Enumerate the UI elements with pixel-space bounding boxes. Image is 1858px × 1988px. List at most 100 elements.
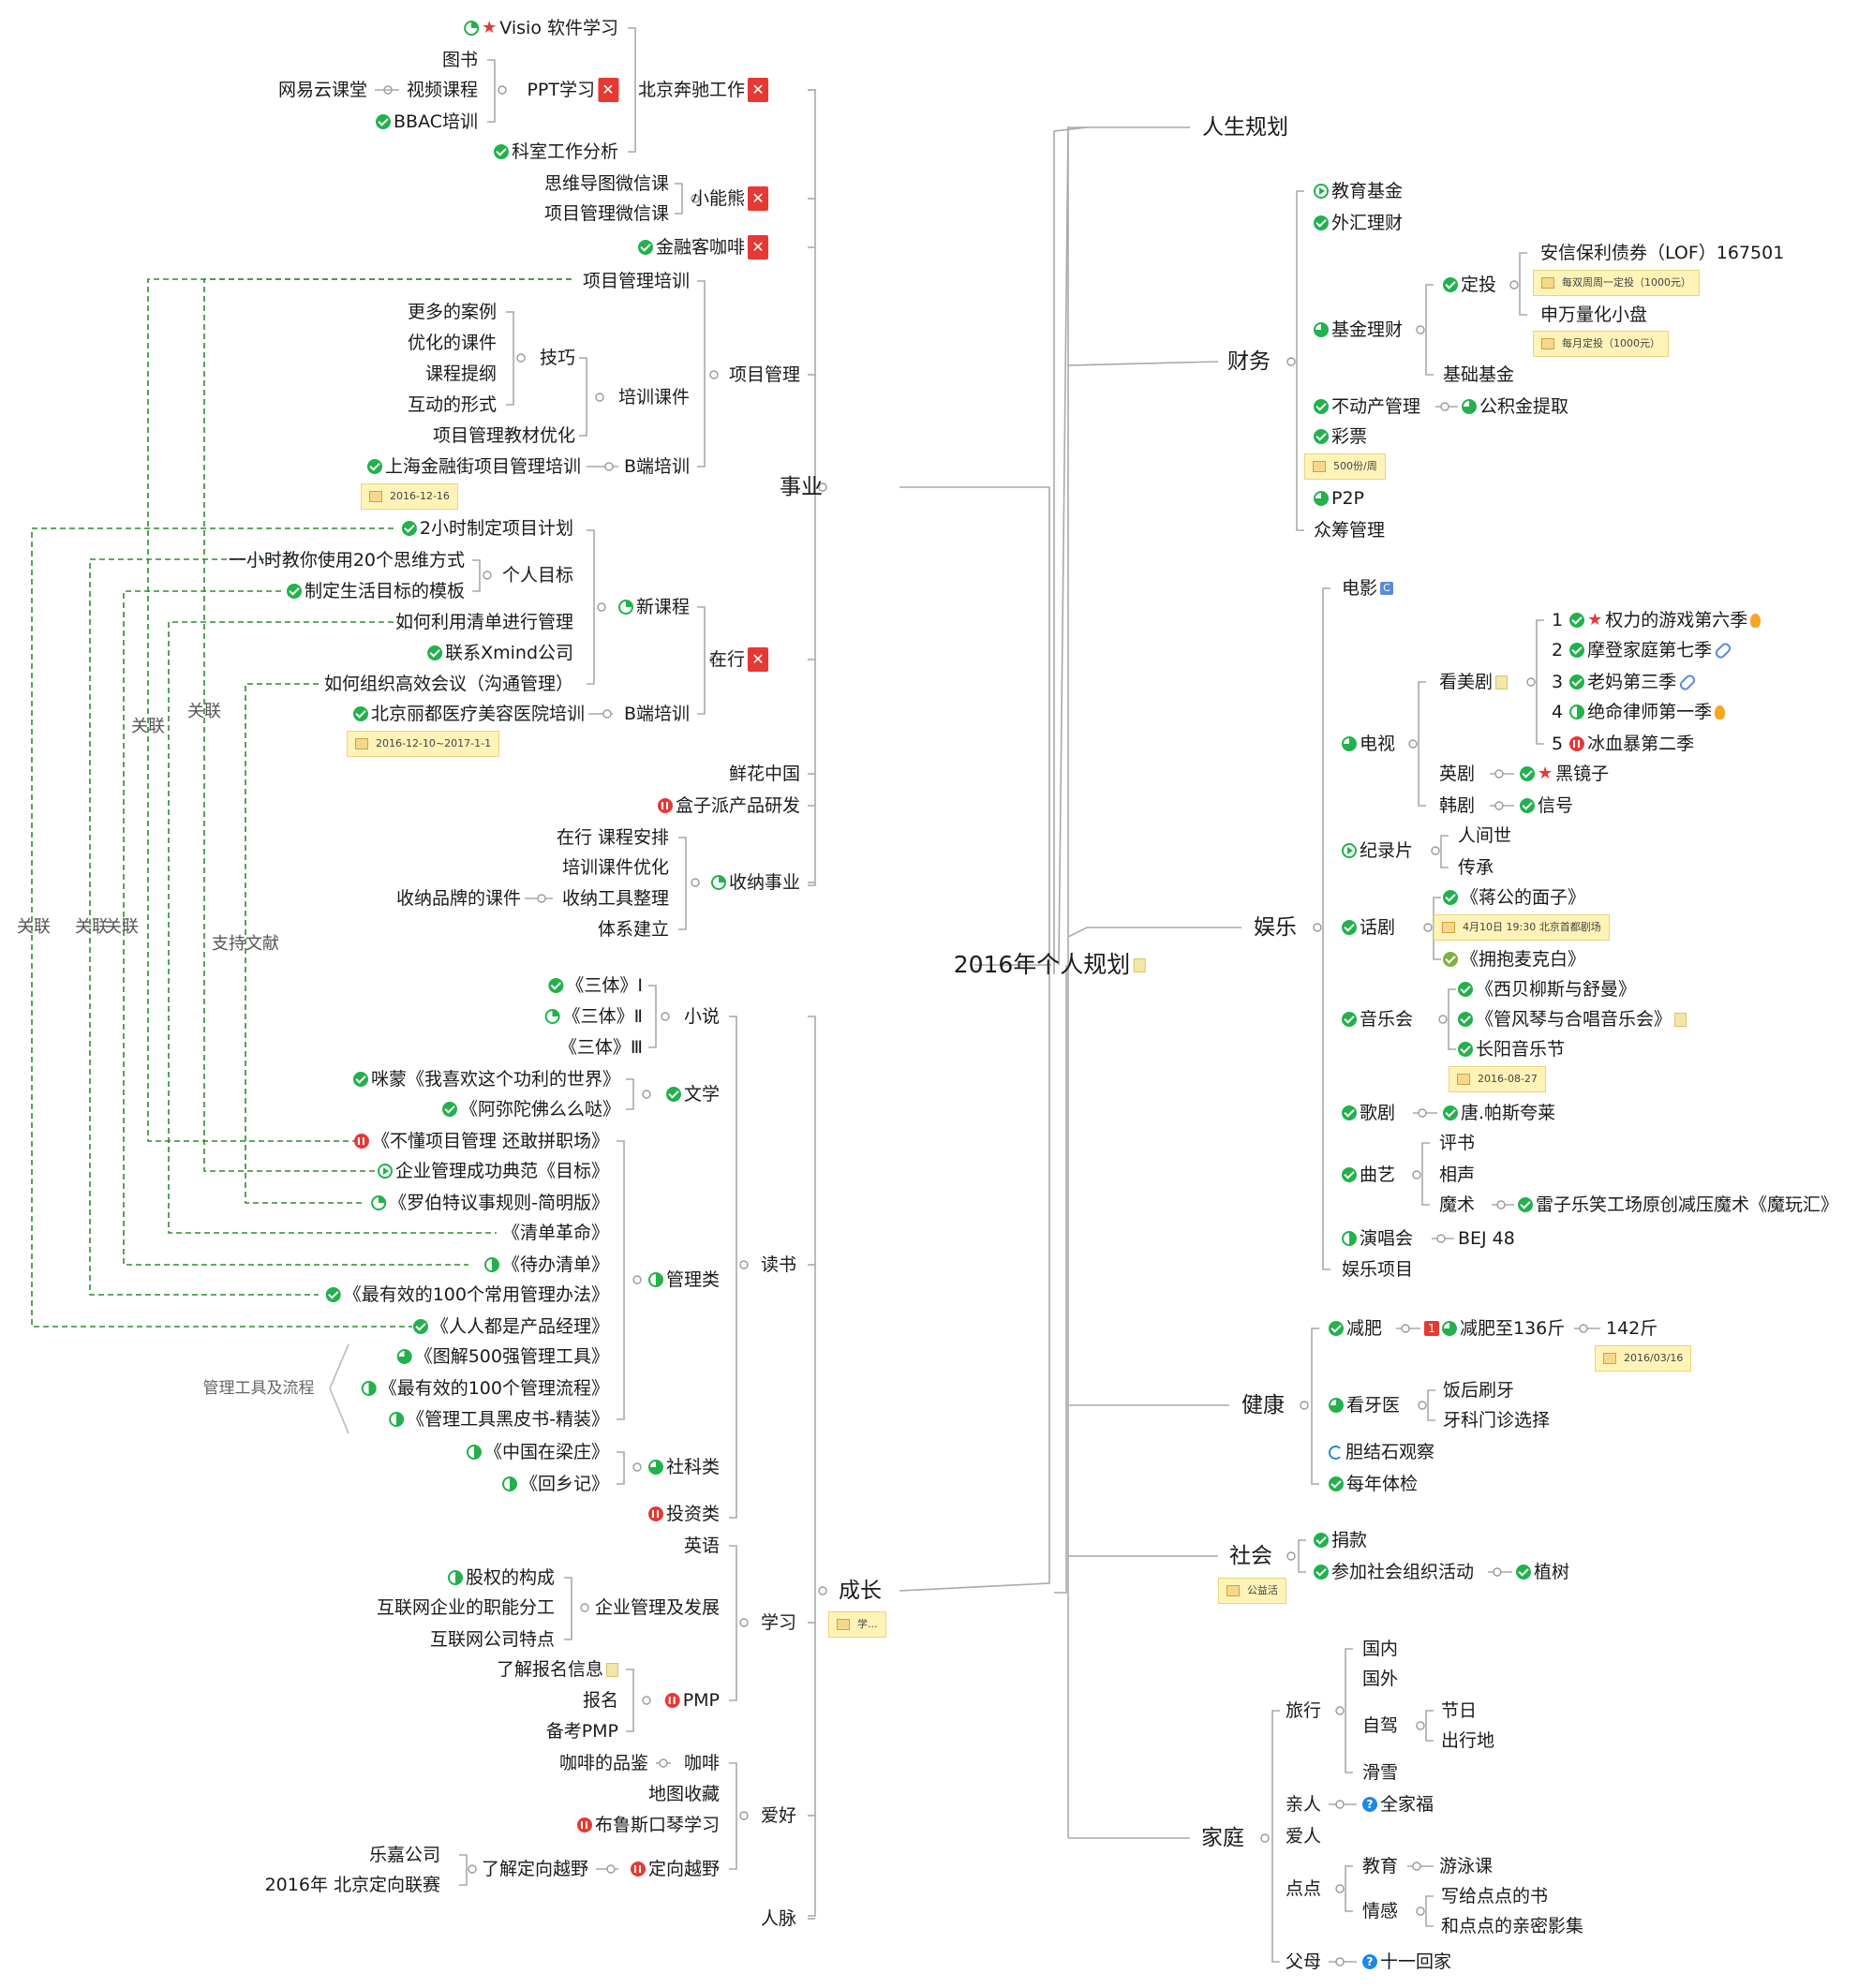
topic-node[interactable]: BEJ 48 xyxy=(1458,1227,1515,1250)
topic-node[interactable]: 节日 xyxy=(1441,1699,1477,1722)
topic-node[interactable]: 培训课件优化 xyxy=(562,856,669,879)
topic-node[interactable]: 课程提纲 xyxy=(425,363,497,385)
relationship-label[interactable]: 关联 xyxy=(75,917,109,937)
career-item[interactable]: 鲜花中国 xyxy=(729,763,800,785)
relationship-label[interactable]: 关联 xyxy=(187,702,221,721)
topic-node[interactable]: 纪录片 xyxy=(1342,839,1413,862)
branch-life-plan[interactable]: 人生规划 xyxy=(1202,116,1288,139)
topic-node[interactable]: 《拥抱麦克白》 xyxy=(1443,948,1585,971)
topic-node[interactable]: 咪蒙《我喜欢这个功利的世界》 xyxy=(352,1068,620,1090)
topic-node[interactable]: 写给点点的书 xyxy=(1441,1885,1548,1907)
topic-node[interactable]: 外汇理财 xyxy=(1314,212,1403,234)
topic-node[interactable]: 歌剧 xyxy=(1342,1102,1395,1124)
topic-node[interactable]: 《罗伯特议事规则-简明版》 xyxy=(371,1192,609,1214)
central-topic[interactable]: 2016年个人规划 xyxy=(954,953,1146,976)
topic-node[interactable]: 彩票 xyxy=(1314,425,1367,448)
topic-node[interactable]: 《三体》Ⅲ xyxy=(559,1036,643,1059)
topic-node[interactable]: 咖啡 xyxy=(684,1752,720,1774)
topic-node[interactable]: 报名 xyxy=(583,1689,618,1712)
topic-node[interactable]: 定投 xyxy=(1443,274,1496,296)
topic-node[interactable]: BBAC培训 xyxy=(376,111,478,133)
topic-node[interactable]: 2小时制定项目计划 xyxy=(401,517,573,540)
topic-node[interactable]: 英语 xyxy=(684,1535,720,1557)
topic-node[interactable]: 长阳音乐节 xyxy=(1458,1038,1565,1061)
topic-node[interactable]: 每年体检 xyxy=(1329,1473,1418,1495)
topic-node[interactable]: 自驾 xyxy=(1362,1714,1398,1737)
topic-node[interactable]: 地图收藏 xyxy=(648,1783,720,1805)
topic-node[interactable]: 众筹管理 xyxy=(1314,519,1385,542)
topic-node[interactable]: 北京丽都医疗美容医院培训 xyxy=(352,703,585,725)
topic-node[interactable]: 《图解500强管理工具》 xyxy=(396,1345,609,1368)
topic-node[interactable]: 娱乐项目 xyxy=(1342,1258,1413,1281)
topic-node[interactable]: 相声 xyxy=(1439,1164,1475,1186)
topic-node[interactable]: 如何利用清单进行管理 xyxy=(395,611,573,633)
topic-node[interactable]: 互动的形式 xyxy=(408,393,497,416)
career-item[interactable]: 北京奔驰工作✕ xyxy=(638,78,768,102)
topic-node[interactable]: 了解报名信息 xyxy=(497,1658,618,1681)
topic-node[interactable]: 国内 xyxy=(1362,1638,1398,1660)
branch-entertainment[interactable]: 娱乐 xyxy=(1254,916,1297,939)
branch-finance[interactable]: 财务 xyxy=(1227,350,1271,373)
topic-node[interactable]: 安信保利债券（LOF）167501 xyxy=(1540,242,1784,264)
topic-node[interactable]: 和点点的亲密影集 xyxy=(1441,1915,1583,1937)
topic-node[interactable]: 个人目标 xyxy=(502,564,573,586)
topic-node[interactable]: 《阿弥陀佛么么哒》 xyxy=(441,1098,620,1120)
branch-growth[interactable]: 成长 xyxy=(839,1580,882,1602)
ppt-learning[interactable]: PPT学习✕ xyxy=(527,78,618,102)
topic-node[interactable]: 《人人都是产品经理》 xyxy=(412,1315,609,1338)
topic-node[interactable]: 看牙医 xyxy=(1329,1394,1400,1417)
topic-node[interactable]: 《三体》Ⅰ xyxy=(548,974,643,997)
topic-node[interactable]: 人间世 xyxy=(1458,824,1511,847)
topic-node[interactable]: 爱人 xyxy=(1286,1825,1321,1847)
topic-node[interactable]: 《三体》Ⅱ xyxy=(544,1005,643,1028)
topic-node[interactable]: 小说 xyxy=(684,1005,720,1028)
topic-node[interactable]: B端培训 xyxy=(624,703,690,725)
topic-node[interactable]: 项目管理微信课 xyxy=(544,202,669,225)
topic-node[interactable]: 一小时教你使用20个思维方式 xyxy=(229,549,465,571)
topic-node[interactable]: 《最有效的100个管理流程》 xyxy=(361,1377,609,1400)
relationship-label[interactable]: 关联 xyxy=(105,917,139,937)
topic-node[interactable]: 2016年 北京定向联赛 xyxy=(265,1874,440,1896)
topic-node[interactable]: 雷子乐笑工场原创减压魔术《魔玩汇》 xyxy=(1518,1194,1838,1216)
topic-node[interactable]: 技巧 xyxy=(540,347,575,369)
career-item[interactable]: 盒子派产品研发 xyxy=(657,794,800,817)
topic-node[interactable]: 《管风琴与合唱音乐会》 xyxy=(1458,1008,1687,1031)
topic-node[interactable]: 电视 xyxy=(1342,733,1395,755)
topic-node[interactable]: 体系建立 xyxy=(598,918,669,941)
topic-node[interactable]: 饭后刷牙 xyxy=(1443,1379,1514,1402)
topic-node[interactable]: 《待办清单》 xyxy=(483,1254,609,1276)
topic-node[interactable]: 演唱会 xyxy=(1342,1227,1413,1250)
topic-node[interactable]: 爱好 xyxy=(761,1804,796,1827)
topic-node[interactable]: ★黑镜子 xyxy=(1520,763,1609,785)
topic-node[interactable]: 视频课程 xyxy=(407,79,478,101)
topic-node[interactable]: 更多的案例 xyxy=(408,301,497,323)
office-work-analysis[interactable]: 科室工作分析 xyxy=(493,141,618,163)
topic-node[interactable]: 申万量化小盘 xyxy=(1540,304,1647,326)
topic-node[interactable]: 十一回家 xyxy=(1362,1951,1451,1973)
topic-node[interactable]: 布鲁斯口琴学习 xyxy=(576,1814,720,1836)
branch-society[interactable]: 社会 xyxy=(1229,1545,1272,1567)
topic-node[interactable]: 互联网企业的职能分工 xyxy=(377,1596,555,1619)
topic-node[interactable]: 植树 xyxy=(1516,1561,1569,1583)
topic-node[interactable]: 《清单革命》 xyxy=(502,1222,609,1244)
topic-node[interactable]: 教育 xyxy=(1362,1855,1398,1877)
topic-node[interactable]: 《蒋公的面子》 xyxy=(1443,886,1585,909)
topic-node[interactable]: 基础基金 xyxy=(1443,363,1514,386)
topic-node[interactable]: 信号 xyxy=(1520,794,1573,817)
topic-node[interactable]: PMP xyxy=(664,1689,720,1712)
topic-node[interactable]: 父母 xyxy=(1286,1951,1321,1973)
topic-node[interactable]: 如何组织高效会议（沟通管理） xyxy=(324,673,573,695)
topic-node[interactable]: 看美剧 xyxy=(1439,671,1509,693)
topic-node[interactable]: 《回乡记》 xyxy=(501,1473,609,1495)
topic-node[interactable]: 不动产管理 xyxy=(1314,395,1420,418)
topic-node[interactable]: 在行 课程安排 xyxy=(557,826,669,849)
topic-node[interactable]: 曲艺 xyxy=(1342,1164,1395,1186)
career-item[interactable]: 收纳事业 xyxy=(710,871,800,894)
topic-node[interactable]: 音乐会 xyxy=(1342,1008,1413,1031)
topic-node[interactable]: 优化的课件 xyxy=(408,332,497,354)
topic-node[interactable]: 情感 xyxy=(1362,1900,1398,1922)
topic-node[interactable]: 魔术 xyxy=(1439,1194,1475,1216)
